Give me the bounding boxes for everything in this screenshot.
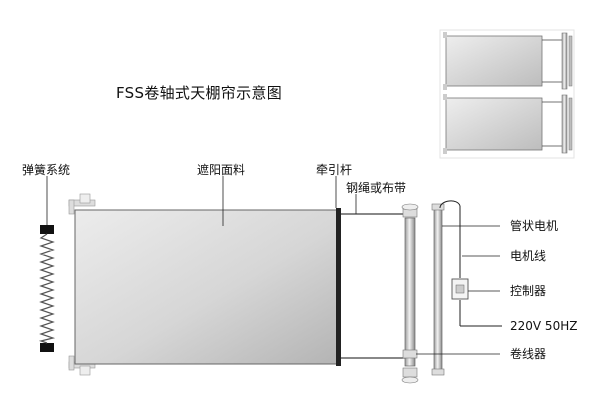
tubular-motor	[431, 200, 461, 376]
inset-lower-unit	[443, 94, 573, 154]
leader-lines	[46, 176, 500, 355]
label-controller: 控制器	[510, 284, 547, 298]
label-shade-fabric: 遮阳面料	[197, 163, 246, 177]
label-power: 220V 50HZ	[510, 319, 578, 333]
left-bracket	[68, 193, 96, 376]
diagram-title: FSS卷轴式天棚帘示意图	[116, 84, 283, 102]
traction-rod	[335, 176, 341, 366]
winder-column	[401, 203, 419, 384]
label-tubular-motor: 管状电机	[510, 219, 559, 233]
label-spring-system: 弹簧系统	[22, 163, 71, 177]
steel-wires	[341, 194, 410, 359]
label-wire-or-belt: 钢绳或布带	[346, 181, 407, 195]
motor-cable	[459, 206, 502, 327]
shade-fabric-panel	[74, 176, 338, 365]
spring-system	[38, 225, 56, 352]
label-winder: 卷线器	[510, 347, 547, 361]
label-motor-cable: 电机线	[510, 249, 547, 263]
label-traction-rod: 牵引杆	[316, 163, 353, 177]
controller-box	[451, 278, 469, 300]
